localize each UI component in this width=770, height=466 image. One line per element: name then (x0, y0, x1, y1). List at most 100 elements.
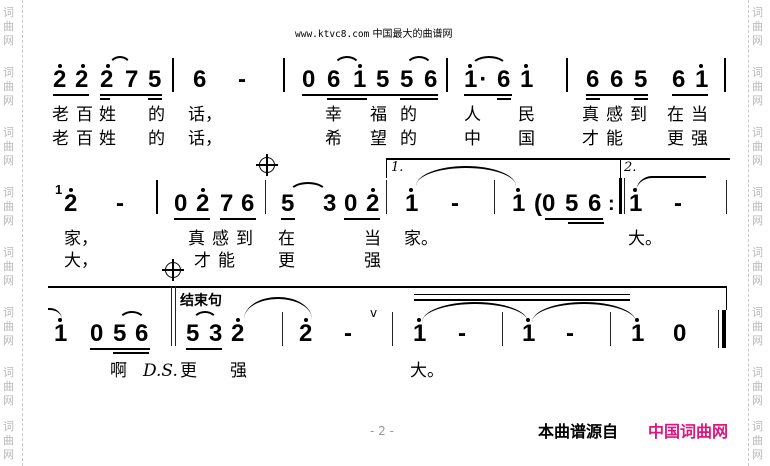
watermark-text: 词曲网 (3, 246, 14, 287)
lyric: 更 (278, 251, 295, 271)
note: 1 (695, 66, 709, 93)
high-octave-dot (699, 64, 703, 68)
lyric: 在 (667, 105, 684, 125)
note: - (458, 320, 466, 347)
note: 3 (209, 320, 223, 347)
double-barline (171, 286, 172, 346)
note: 5 (400, 66, 414, 93)
watermark-text: 词曲网 (752, 366, 763, 407)
note: 2 (196, 190, 210, 217)
volta-bracket (386, 158, 622, 160)
slur (108, 56, 132, 68)
lyric: 在 (278, 229, 295, 249)
left-watermark-strip: 词曲网 词曲网 词曲网 词曲网 词曲网 词曲网 词曲网 词曲网 (0, 0, 23, 466)
lyric: 的 (400, 129, 417, 149)
lyric: 国 (518, 129, 535, 149)
note: 6 (241, 190, 255, 217)
lyric: 老 (52, 129, 69, 149)
underline-beam (53, 94, 89, 96)
high-octave-dot (58, 64, 62, 68)
lyric: 才 (582, 129, 599, 149)
watermark-text: 词曲网 (752, 306, 763, 347)
slur (405, 56, 433, 68)
note: 2 (366, 190, 380, 217)
note: 6 (586, 66, 600, 93)
high-octave-dot (633, 188, 637, 192)
lyric: 到 (630, 105, 647, 125)
underline-beam (100, 94, 162, 96)
source-site-link[interactable]: 中国词曲网 (648, 422, 729, 441)
lyric: 能 (218, 251, 235, 271)
note: 6 (193, 66, 207, 93)
lyric: 百 (76, 105, 93, 125)
lyric: 真 (188, 229, 205, 249)
volta-bracket (620, 158, 621, 178)
note: 2 (53, 66, 67, 93)
barline (282, 312, 283, 346)
site-tagline: 中国最大的曲谱网 (372, 29, 453, 40)
site-url: www.ktvc8.com (295, 29, 370, 40)
repeat-barline (619, 178, 622, 214)
grace-note: 1 (55, 182, 63, 197)
barline (265, 180, 266, 214)
watermark-text: 词曲网 (752, 6, 763, 47)
lyric: 福 (370, 105, 387, 125)
note: - (116, 190, 124, 217)
lyric: 强 (364, 251, 381, 271)
barline (172, 58, 174, 92)
decrescendo-line (414, 294, 630, 295)
underline-beam (672, 94, 708, 96)
high-octave-dot (524, 64, 528, 68)
high-octave-dot (58, 318, 62, 322)
note: 5 (113, 320, 127, 347)
note: 6 (610, 66, 624, 93)
coda-sign-icon (256, 154, 278, 176)
note: 6 (424, 66, 438, 93)
final-barline (722, 310, 726, 348)
underline-beam (186, 348, 222, 350)
lyric: 的 (148, 129, 165, 149)
slur (333, 56, 361, 68)
high-octave-dot (236, 318, 240, 322)
note: - (238, 66, 246, 93)
lyric: 姓 (99, 129, 116, 149)
slur (118, 311, 146, 322)
note: 2 (100, 66, 114, 93)
coda-sign-icon (162, 259, 184, 281)
page-header: www.ktvc8.com 中国最大的曲谱网 (295, 25, 453, 40)
high-octave-dot (304, 318, 308, 322)
note: 1 (54, 320, 68, 347)
note: 2 (75, 66, 89, 93)
underline-beam (586, 94, 648, 96)
underline-beam (344, 218, 380, 220)
underline-beam (174, 218, 210, 220)
volta-1-label: 1. (391, 160, 404, 175)
lyric: 啊 (110, 361, 127, 381)
lyric: 的 (148, 105, 165, 125)
lyric: 话， (188, 129, 222, 149)
lyric: 人 (464, 105, 481, 125)
underline-beam (634, 98, 648, 100)
double-barline (175, 286, 176, 346)
ending-bracket (726, 286, 727, 310)
underline-beam (464, 94, 512, 96)
ending-bracket (48, 286, 727, 288)
barline (566, 58, 568, 92)
watermark-text: 词曲网 (3, 186, 14, 227)
lyric: 感 (212, 229, 229, 249)
final-barline (718, 310, 719, 348)
tie (48, 308, 62, 320)
underline-beam (302, 94, 438, 96)
lyric: 才 (194, 251, 211, 271)
right-watermark-strip: 词曲网 词曲网 词曲网 词曲网 词曲网 词曲网 词曲网 词曲网 (748, 0, 770, 466)
watermark-text: 词曲网 (752, 186, 763, 227)
note: 5 (281, 190, 295, 217)
lyric: 民 (518, 105, 535, 125)
volta-2-label: 2. (624, 160, 637, 175)
note: 2 (64, 190, 78, 217)
repeat-barline (624, 178, 625, 214)
note: 1 (353, 66, 367, 93)
underline-beam (545, 218, 603, 220)
watermark-text: 词曲网 (3, 306, 14, 347)
lyric: 家， (64, 229, 98, 249)
